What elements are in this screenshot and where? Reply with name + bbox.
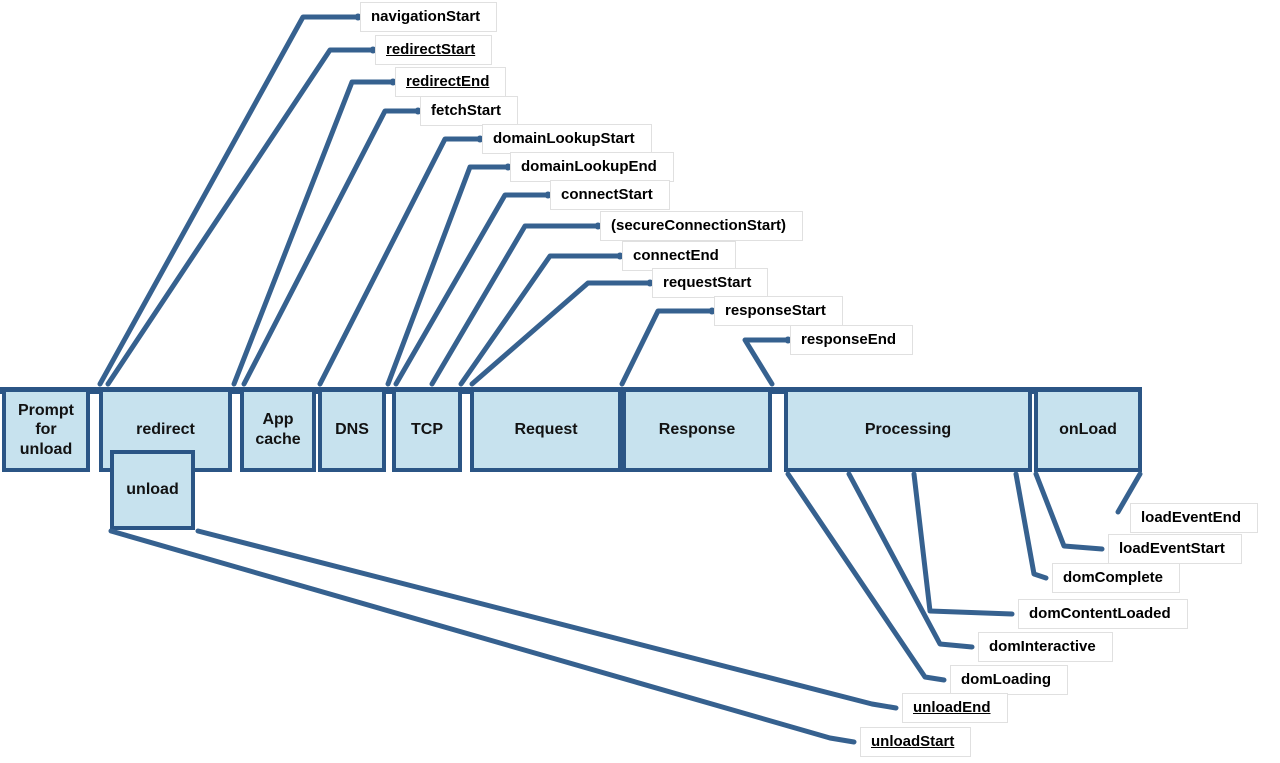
phase-unload: unload [110, 450, 195, 530]
event-label-domainlookupstart: domainLookupStart [482, 124, 652, 154]
event-label-unloadstart: unloadStart [860, 727, 972, 757]
arrow-unloadend [195, 528, 899, 711]
phase-response: Response [622, 388, 772, 472]
phase-request: Request [470, 388, 622, 472]
arrow-secureconnectionstart [429, 223, 601, 387]
event-label-loadeventstart: loadEventStart [1108, 534, 1242, 564]
phase-dns: DNS [318, 388, 386, 472]
event-label-redirectend: redirectEnd [395, 67, 507, 97]
event-label-secureconnectionstart: (secureConnectionStart) [600, 211, 804, 241]
arrow-dominteractive [846, 471, 975, 650]
arrow-loadeventstart [1033, 471, 1105, 552]
event-label-navigationstart: navigationStart [360, 2, 498, 32]
arrow-domcontentloaded [911, 471, 1015, 617]
event-label-loadeventend: loadEventEnd [1130, 503, 1259, 533]
phase-processing: Processing [784, 388, 1032, 472]
event-label-fetchstart: fetchStart [420, 96, 519, 126]
event-label-domcomplete: domComplete [1052, 563, 1181, 593]
arrow-domainlookupend [385, 164, 511, 387]
arrow-domainlookupstart [317, 136, 483, 387]
phase-onload: onLoad [1034, 388, 1142, 472]
arrow-unloadstart [108, 528, 857, 745]
event-label-responseend: responseEnd [790, 325, 914, 355]
phase-tcp: TCP [392, 388, 462, 472]
event-label-domcontentloaded: domContentLoaded [1018, 599, 1188, 629]
arrow-requeststart [469, 280, 653, 387]
event-label-connectstart: connectStart [550, 180, 670, 210]
event-label-domloading: domLoading [950, 665, 1068, 695]
arrow-connectend [458, 253, 623, 387]
event-label-responsestart: responseStart [714, 296, 843, 326]
event-label-redirectstart: redirectStart [375, 35, 493, 65]
event-label-requeststart: requestStart [652, 268, 769, 298]
event-label-dominteractive: domInteractive [978, 632, 1113, 662]
arrow-domcomplete [1013, 471, 1049, 581]
event-label-connectend: connectEnd [622, 241, 736, 271]
phase-prompt-for-unload: Prompt for unload [2, 388, 90, 472]
arrow-responsestart [619, 308, 715, 387]
event-label-domainlookupend: domainLookupEnd [510, 152, 674, 182]
arrow-fetchstart [241, 108, 421, 387]
arrow-redirectend [231, 79, 396, 387]
arrow-connectstart [393, 192, 551, 387]
arrow-navigationstart [97, 14, 361, 387]
phase-app-cache: App cache [240, 388, 316, 472]
arrow-redirectstart [105, 47, 376, 387]
event-label-unloadend: unloadEnd [902, 693, 1008, 723]
arrow-domloading [785, 471, 947, 683]
arrow-responseend [742, 337, 791, 387]
